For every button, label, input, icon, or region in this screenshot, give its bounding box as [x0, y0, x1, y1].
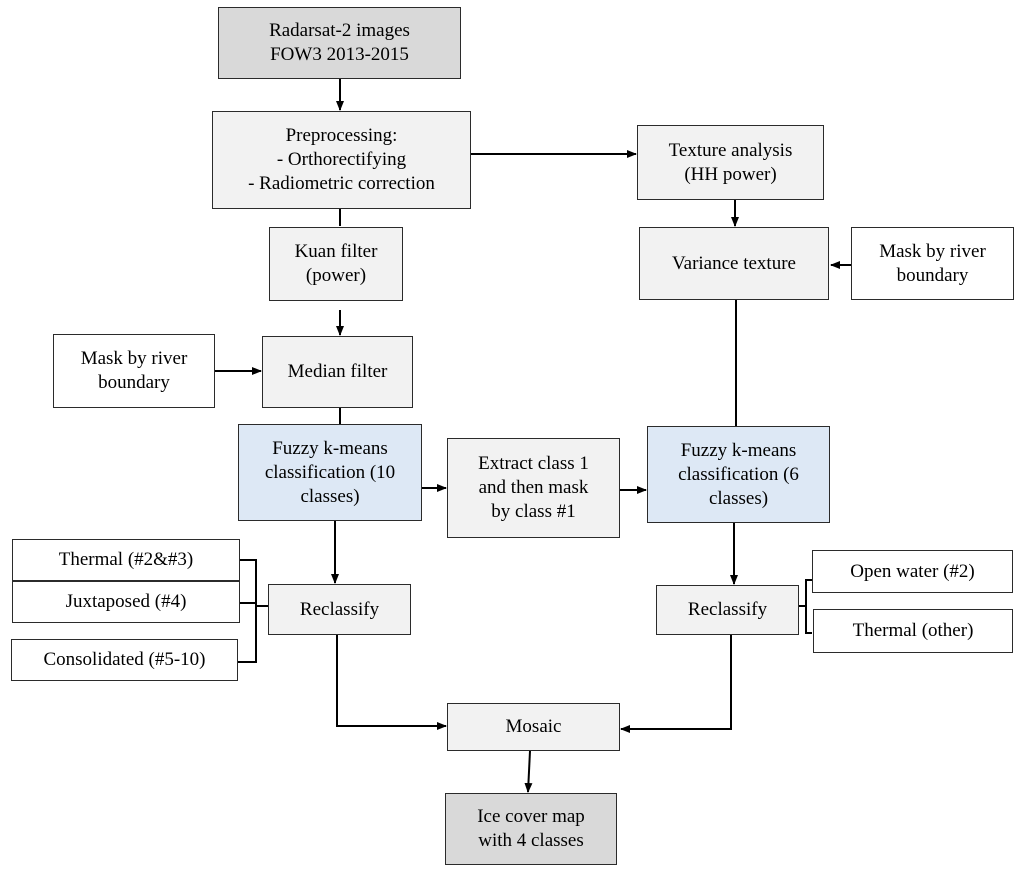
reclassify-right-node: Reclassify — [656, 585, 799, 635]
juxtaposed-line-1: Juxtaposed (#4) — [65, 591, 187, 612]
kuan-filter-line-1: Kuan filter — [294, 241, 378, 262]
variance-texture-node: Variance texture — [639, 227, 829, 300]
mosaic-line-1: Mosaic — [505, 716, 562, 737]
variance-texture-line-1: Variance texture — [672, 252, 796, 274]
texture-analysis-line-1: Texture analysis — [668, 139, 793, 161]
consolidated-node: Consolidated (#5-10) — [11, 639, 238, 681]
preprocessing-line-2: - Orthorectifying — [276, 149, 407, 170]
extract-class-node: Extract class 1 and then mask by class #… — [447, 438, 620, 538]
open-water-node: Open water (#2) — [812, 550, 1013, 593]
thermal-other-node: Thermal (other) — [813, 609, 1013, 653]
mask-river-boundary-right-node: Mask by river boundary — [851, 227, 1014, 300]
mask-right-line-1: Mask by river — [879, 240, 986, 262]
fuzzy-6-line-2: classification (6 — [678, 463, 799, 485]
fuzzy-10-line-1: Fuzzy k-means — [272, 437, 388, 459]
preprocessing-line-1: Preprocessing: — [285, 125, 398, 146]
radarsat-line-1: Radarsat-2 images — [269, 20, 410, 41]
mosaic-node: Mosaic — [447, 703, 620, 751]
kuan-filter-line-2: (power) — [305, 265, 367, 286]
ice-cover-map-line-1: Ice cover map — [477, 806, 585, 827]
fuzzy-10-line-2: classification (10 — [264, 461, 396, 483]
fuzzy-kmeans-10-node: Fuzzy k-means classification (10 classes… — [238, 424, 422, 521]
fuzzy-6-line-3: classes) — [708, 487, 769, 509]
fuzzy-10-line-3: classes) — [300, 485, 360, 507]
mask-right-line-2: boundary — [896, 264, 969, 286]
mask-river-boundary-left-node: Mask by river boundary — [53, 334, 215, 408]
reclassify-right-line-1: Reclassify — [687, 599, 768, 620]
reclassify-left-line-1: Reclassify — [299, 598, 380, 620]
preprocessing-line-3: - Radiometric correction — [248, 173, 435, 194]
reclassify-left-node: Reclassify — [268, 584, 411, 635]
edge-mosaic-to-ice-cover-map — [524, 750, 533, 793]
mask-left-line-2: boundary — [98, 372, 170, 393]
fuzzy-6-line-1: Fuzzy k-means — [680, 439, 797, 461]
fuzzy-kmeans-6-node: Fuzzy k-means classification (6 classes) — [647, 426, 830, 523]
thermal-2-3-node: Thermal (#2&#3) — [12, 539, 240, 581]
extract-class-line-1: Extract class 1 — [478, 453, 589, 474]
radarsat-line-2: FOW3 2013-2015 — [270, 44, 409, 65]
radarsat-node: Radarsat-2 images FOW3 2013-2015 — [218, 7, 461, 79]
texture-analysis-line-2: (HH power) — [684, 163, 777, 185]
extract-class-line-2: and then mask — [478, 477, 589, 498]
thermal-2-3-line-1: Thermal (#2&#3) — [58, 549, 194, 570]
edge-reclassify-left-to-mosaic — [336, 635, 447, 730]
preprocessing-node: Preprocessing: - Orthorectifying - Radio… — [212, 111, 471, 209]
kuan-filter-node: Kuan filter (power) — [269, 227, 403, 301]
ice-cover-map-node: Ice cover map with 4 classes — [445, 793, 617, 865]
ice-cover-map-line-2: with 4 classes — [478, 830, 584, 851]
texture-analysis-node: Texture analysis (HH power) — [637, 125, 824, 200]
extract-class-line-3: by class #1 — [491, 501, 576, 522]
consolidated-line-1: Consolidated (#5-10) — [43, 649, 206, 670]
edge-reclassify-right-to-mosaic — [620, 635, 732, 733]
open-water-line-1: Open water (#2) — [850, 560, 975, 582]
mask-left-line-1: Mask by river — [80, 348, 188, 369]
median-filter-line-1: Median filter — [287, 361, 388, 382]
juxtaposed-node: Juxtaposed (#4) — [12, 581, 240, 623]
bracket-reclassify-left-outputs — [238, 559, 257, 663]
thermal-other-line-1: Thermal (other) — [852, 620, 974, 641]
median-filter-node: Median filter — [262, 336, 413, 408]
